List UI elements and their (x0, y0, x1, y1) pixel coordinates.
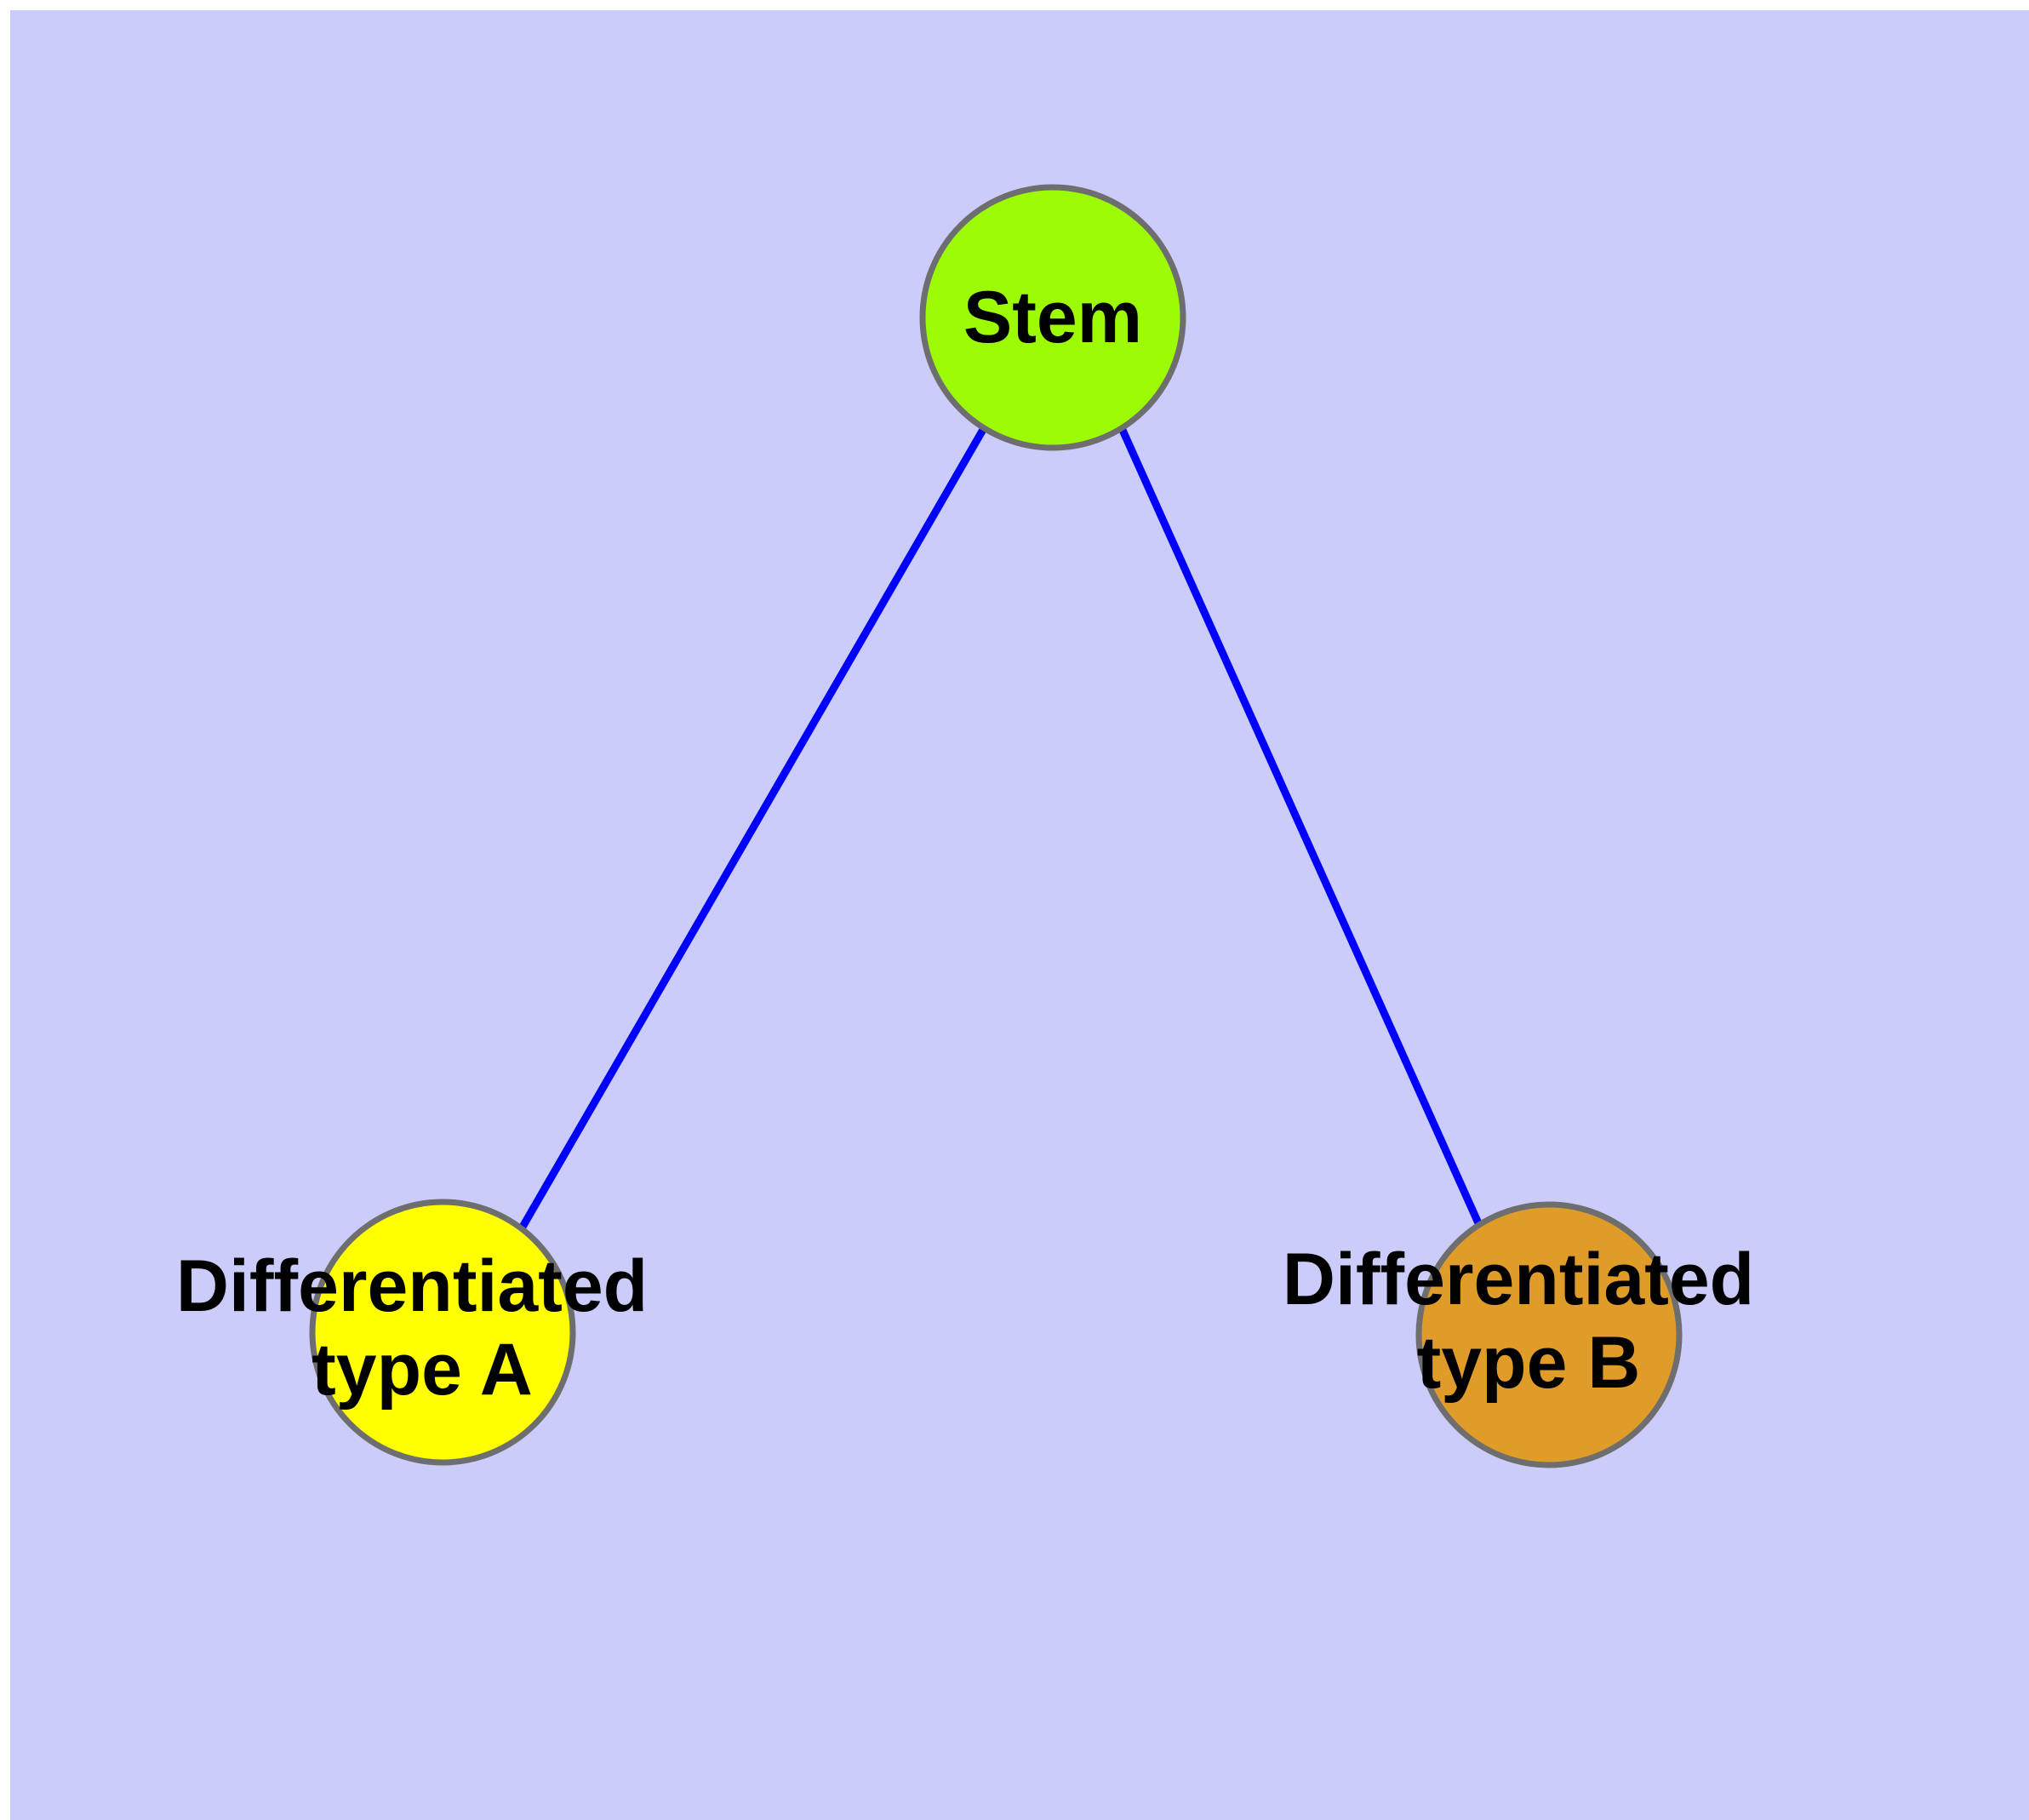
node-label-differentiated-type-a: Differentiated type A (176, 1245, 668, 1411)
node-label-stem: Stem (963, 277, 1142, 358)
node-circle-differentiated-type-b[interactable] (1415, 1201, 1683, 1468)
node-circle-stem[interactable] (919, 184, 1186, 451)
node-stem[interactable] (919, 184, 1186, 451)
edge-stem-to-differentiated-type-b[interactable] (1117, 426, 1487, 1234)
node-label-differentiated-type-a-line-2: type A (311, 1329, 533, 1411)
edge-stem-to-differentiated-type-a[interactable] (518, 426, 987, 1231)
labels-layer: Stem Differentiated type A Differentiate… (176, 277, 1775, 1411)
node-label-stem-line-1: Stem (963, 277, 1142, 358)
node-differentiated-type-a[interactable] (309, 1199, 576, 1466)
node-label-differentiated-type-b-line-2: type B (1417, 1322, 1641, 1404)
node-differentiated-type-b[interactable] (1415, 1201, 1683, 1468)
node-circle-differentiated-type-a[interactable] (309, 1199, 576, 1466)
node-label-differentiated-type-b-line-1: Differentiated (1283, 1239, 1754, 1320)
node-label-differentiated-type-b: Differentiated type B (1283, 1239, 1775, 1404)
node-label-differentiated-type-a-line-1: Differentiated (176, 1245, 648, 1327)
edges-layer (518, 426, 1487, 1234)
